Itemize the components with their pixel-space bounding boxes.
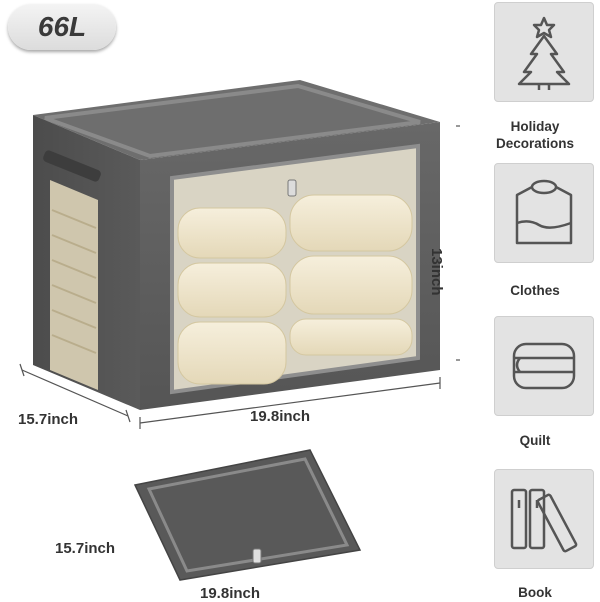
clothes-tile [494, 163, 594, 263]
side-handle [43, 150, 101, 182]
lid-depth-label: 15.7inch [55, 540, 116, 557]
box-depth-label: 15.7inch [18, 411, 79, 428]
front-zipper-pull [287, 179, 297, 197]
holiday-decorations-tile [494, 2, 594, 102]
quilt-caption: Quilt [519, 433, 551, 448]
lid-zipper-track [146, 457, 350, 573]
capacity-label: 66L [37, 11, 87, 42]
book-tile [494, 469, 594, 569]
lid-zipper [44, 83, 421, 159]
capacity-badge: 66L [8, 4, 116, 50]
quilt-tile [494, 316, 594, 416]
storage-box-illustration [19, 80, 460, 429]
lid-zipper-pull [252, 548, 262, 564]
side-window [50, 180, 98, 390]
box-top [33, 80, 440, 160]
folded-clothes [177, 194, 413, 385]
book-caption: Book [518, 585, 552, 600]
lid-panel [133, 449, 362, 581]
box-height-label: 13inch [428, 248, 445, 296]
books-icon [510, 488, 578, 553]
box-width-label: 19.8inch [250, 408, 311, 425]
christmas-tree-icon [517, 16, 571, 90]
lid-illustration [133, 449, 362, 581]
folded-quilt-icon [512, 342, 576, 390]
shirt-icon [515, 179, 573, 245]
clothes-caption: Clothes [510, 283, 560, 298]
lid-width-label: 19.8inch [200, 585, 261, 602]
